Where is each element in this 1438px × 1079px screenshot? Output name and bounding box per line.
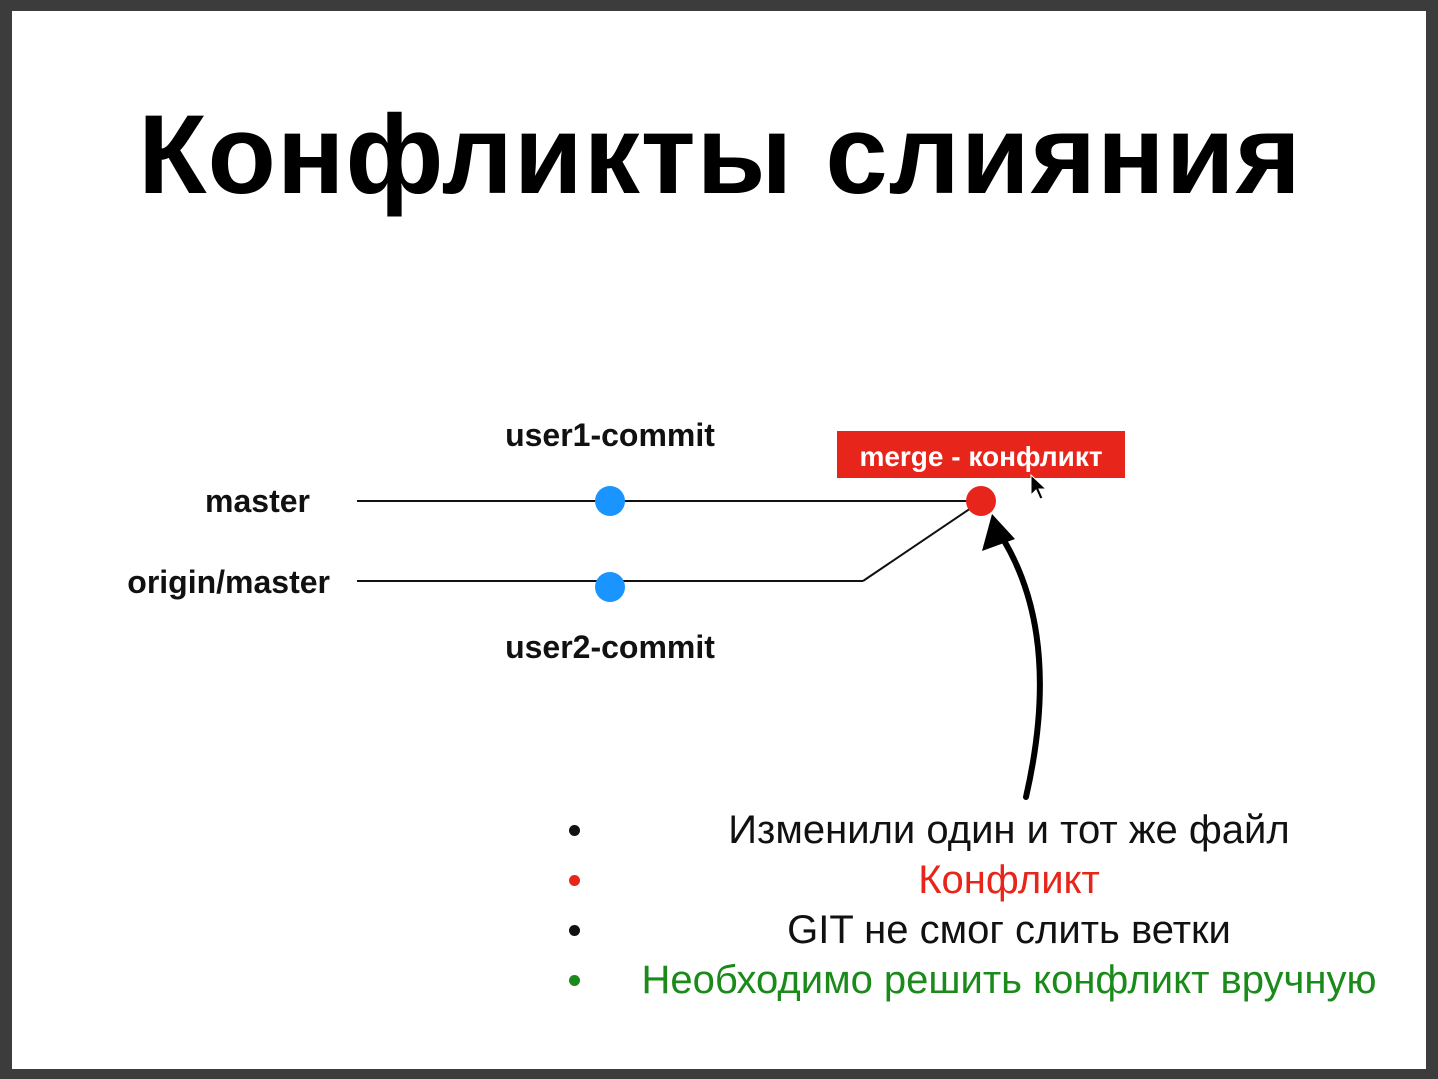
commit-node-user2 — [595, 572, 625, 602]
bullet-dot — [569, 925, 580, 936]
bullet-dot — [569, 975, 580, 986]
merge-diagram: master origin/master user1-commit user2-… — [127, 417, 1125, 800]
bullet-text: Необходимо решить конфликт вручную — [641, 958, 1377, 1002]
bullet-item: GIT не смог слить ветки — [564, 905, 1414, 955]
pointer-arrow-head — [982, 514, 1015, 551]
commit-label-user1: user1-commit — [505, 417, 715, 453]
branch-label-master: master — [205, 483, 310, 519]
bullet-list: Изменили один и тот же файл Конфликт GIT… — [564, 805, 1414, 1005]
mouse-cursor-icon — [1030, 473, 1048, 500]
pointer-arrow-shaft — [995, 528, 1043, 800]
bullet-dot — [569, 825, 580, 836]
slide: Конфликты слияния master origin/master u… — [12, 11, 1426, 1069]
slide-title: Конфликты слияния — [138, 92, 1302, 217]
merge-node — [966, 486, 996, 516]
commit-label-user2: user2-commit — [505, 629, 715, 665]
merge-connector-line — [862, 505, 975, 582]
branch-label-origin-master: origin/master — [127, 564, 330, 600]
bullet-item: Конфликт — [564, 855, 1414, 905]
bullet-text: Конфликт — [918, 858, 1100, 902]
merge-conflict-badge — [837, 431, 1125, 478]
merge-conflict-label: merge - конфликт — [859, 441, 1102, 472]
bullet-text: GIT не смог слить ветки — [787, 908, 1231, 952]
commit-node-user1 — [595, 486, 625, 516]
bullet-text: Изменили один и тот же файл — [728, 808, 1290, 852]
bullet-dot — [569, 875, 580, 886]
bullet-item: Изменили один и тот же файл — [564, 805, 1414, 855]
bullet-item: Необходимо решить конфликт вручную — [564, 955, 1414, 1005]
